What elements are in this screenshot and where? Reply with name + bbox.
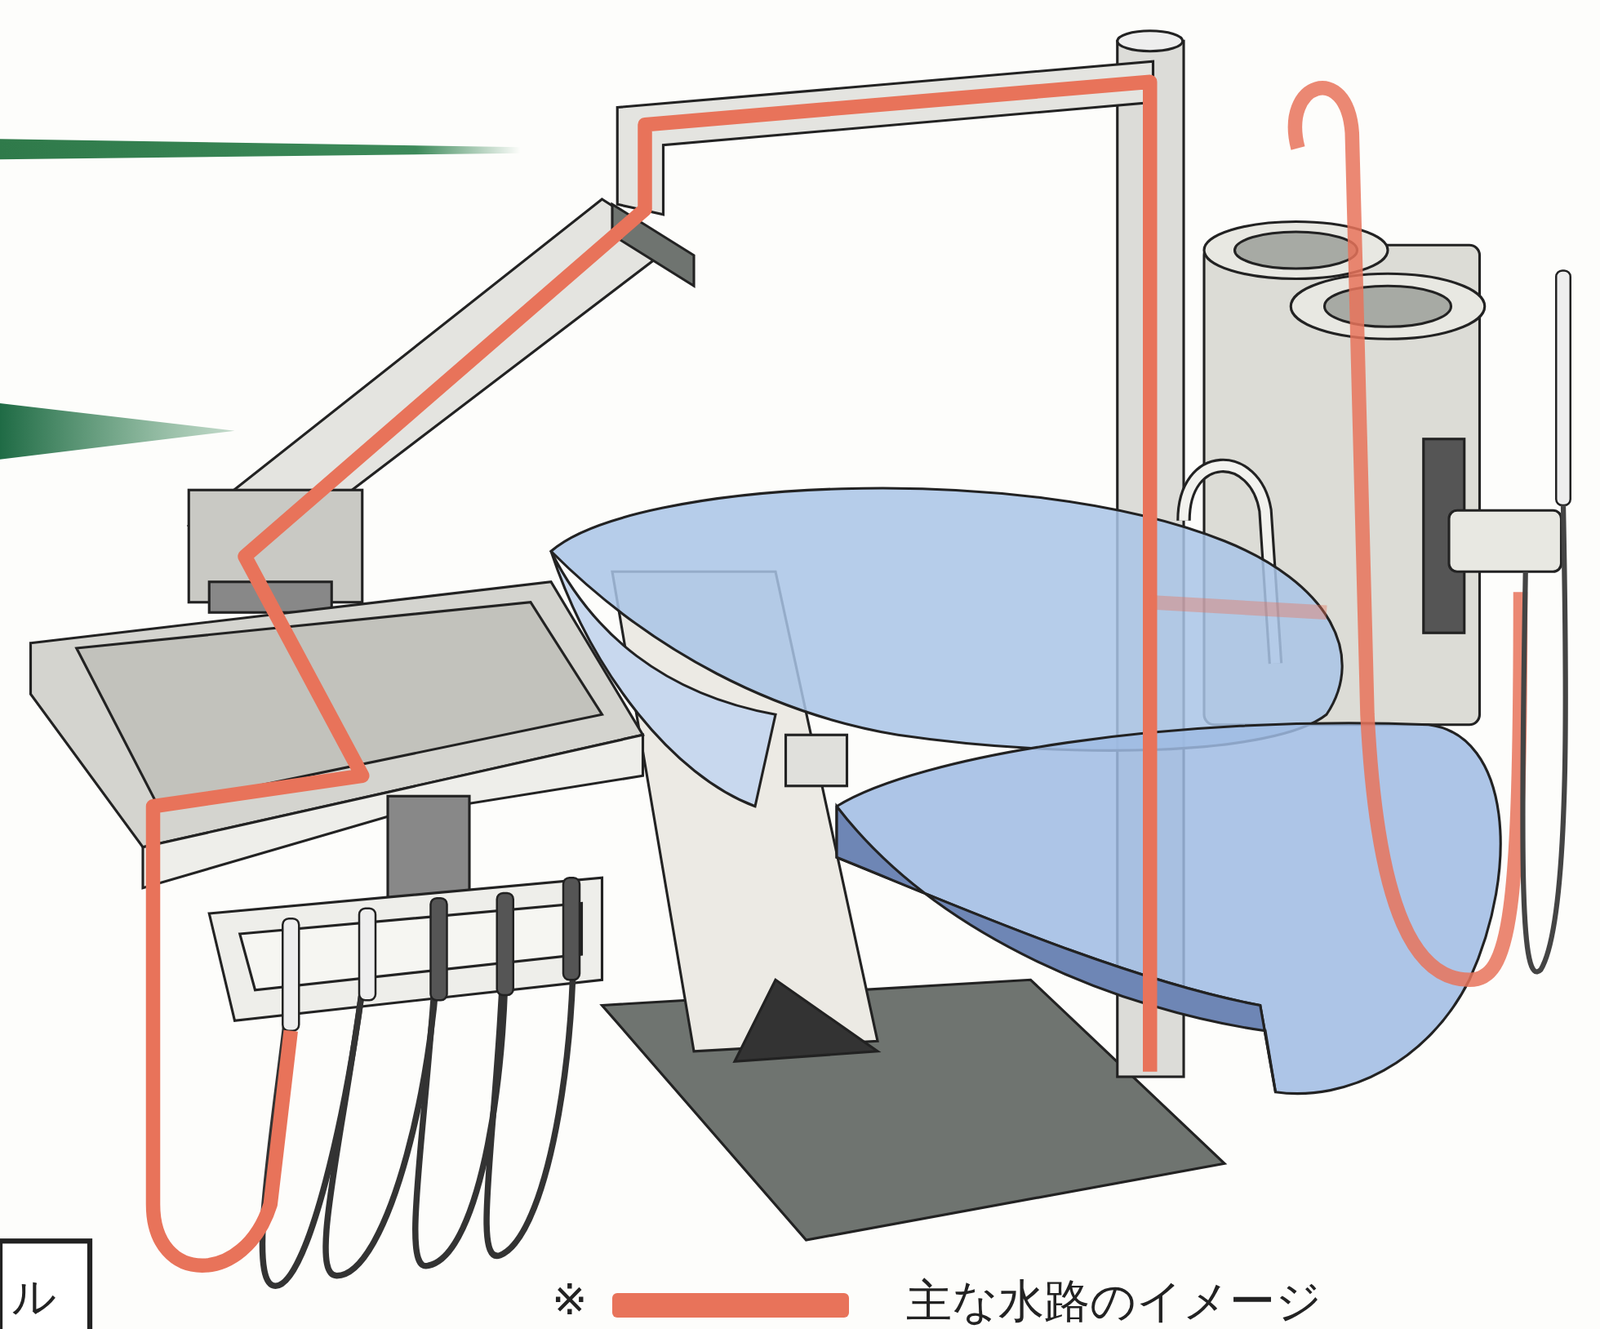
note-mark: ※ [551, 1278, 588, 1321]
water-path [153, 81, 1521, 1266]
instrument-tray [31, 582, 644, 1022]
instrument-hoses [262, 888, 574, 1287]
cut-off-box [0, 1240, 90, 1329]
cut-off-text: ル [11, 1275, 57, 1320]
legend-swatch [612, 1293, 849, 1318]
handpieces [282, 877, 580, 1032]
scaler [1522, 271, 1570, 973]
legend-text: 主な水路のイメージ [906, 1278, 1322, 1325]
